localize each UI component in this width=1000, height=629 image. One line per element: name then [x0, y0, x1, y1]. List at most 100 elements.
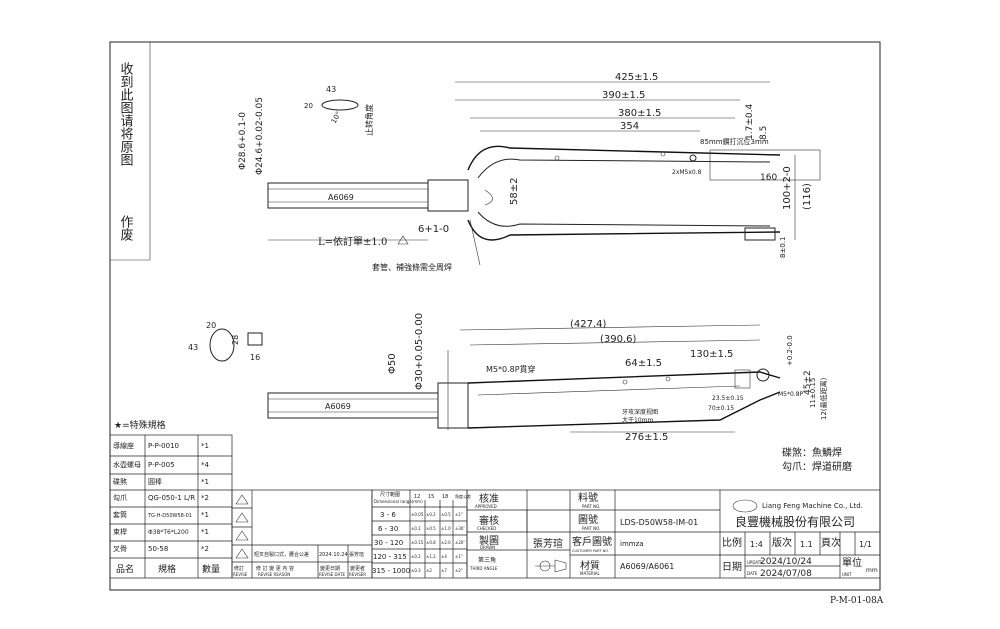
- void-note: 作废: [118, 215, 134, 242]
- tol-val: ±0.2: [411, 554, 421, 559]
- detail-43-side: 43: [188, 343, 198, 352]
- dim-8: 8±0.1: [779, 237, 787, 258]
- detail-10: 10°: [330, 110, 343, 125]
- detail-43: 43: [326, 85, 336, 94]
- side-blade-bottom: [467, 391, 781, 429]
- tol-grade-1: 15: [428, 494, 434, 500]
- tol-val: ±0.05: [411, 512, 424, 517]
- tol-val: ±0.5: [426, 526, 436, 531]
- dim-354: 354: [620, 121, 639, 132]
- dim-8-5: 8.5: [759, 126, 769, 140]
- update-label: UPDATE: [747, 560, 763, 565]
- dim-0-2: +0.2-0.0: [786, 335, 794, 366]
- tol-val: ±0.15: [411, 540, 424, 545]
- tol-header: 尺寸範圍: [380, 491, 400, 498]
- tol-range-0: 3 - 6: [380, 511, 396, 519]
- projection-label: 第三角: [478, 556, 496, 564]
- side-material-label: A6069: [325, 402, 351, 411]
- tolerance-table: 尺寸範圍 Dimensional range(mm) 12 15 18 角度公差…: [371, 489, 471, 579]
- bom-spec-3: QG-050-1 L/R: [148, 494, 195, 502]
- bom-qty-0: *1: [201, 442, 209, 450]
- bom-header-spec: 規格: [158, 563, 176, 575]
- dim-160: 160: [760, 173, 777, 183]
- tol-val: ±2: [426, 568, 432, 573]
- axle-box: [709, 149, 821, 181]
- bom-name-3: 勾爪: [113, 493, 127, 502]
- version-value: 1.1: [800, 540, 813, 549]
- drawn-en: DRAWN: [480, 545, 495, 550]
- dim-116: (116): [802, 183, 813, 210]
- rev-col-date: 變更日期: [320, 565, 340, 572]
- side-dropout-hole: [756, 368, 770, 382]
- part-name-label: 料號: [578, 491, 598, 504]
- dim-23-5: 23.5±0.15: [712, 395, 744, 402]
- company-name: 良豐機械股份有限公司: [735, 514, 855, 529]
- bom-qty-6: *2: [201, 545, 209, 553]
- detail-top-shape: [321, 99, 359, 111]
- bom-table: ★=特殊規格 導線座 P-P-0010 *1 水壺螺母 P-P-005 *4 碟…: [109, 419, 233, 579]
- approved-label: 核准: [479, 492, 499, 505]
- lower-dropout: [744, 227, 776, 241]
- tol-range-3: 120 - 315: [373, 553, 407, 561]
- tol-val: ±0.5: [441, 512, 451, 517]
- rev-triangle-2-icon: [235, 512, 249, 523]
- side-crown: [437, 382, 469, 429]
- dim-390-side: (390.6): [600, 334, 637, 345]
- tol-val: ±0.2: [426, 512, 436, 517]
- upper-blade: [467, 145, 781, 171]
- tol-val: ±0.3: [411, 568, 421, 573]
- title-block: 核准 APPROVED 審核 CHECKED 製圖 DRAWN 張芳瑄 第三角 …: [466, 489, 881, 579]
- material-value: A6069/A6061: [620, 562, 674, 571]
- material-label: 材質: [580, 559, 600, 572]
- page-value: 1/1: [859, 540, 872, 549]
- drawing-no-label: 圖號: [578, 513, 598, 526]
- rev-triangle-4-icon: [235, 548, 249, 559]
- dim-276: 276±1.5: [625, 432, 668, 443]
- rev-col-desc: 修 訂 變 更 內 容: [256, 565, 294, 572]
- rev-date: 2024.10.24: [319, 552, 348, 558]
- tol-range-1: 6 - 30: [378, 525, 398, 533]
- material-label-en: MATERIAL: [580, 571, 601, 576]
- bom-name-4: 套筒: [113, 510, 127, 519]
- date-en: DATE: [747, 571, 758, 576]
- dim-390: 390±1.5: [602, 90, 645, 101]
- detail-28: 28: [231, 335, 240, 345]
- dim-12: 12(最低距离): [819, 377, 828, 420]
- note-m5-thru: M5*0.8P貫穿: [486, 364, 536, 374]
- bom-spec-2: 圓棒: [148, 477, 162, 486]
- projection-en: THIRD ANGLE: [469, 566, 498, 571]
- rev-col-rdate: REVISE DATE: [319, 572, 345, 577]
- tol-val: ±1.0: [441, 526, 451, 531]
- tol-grade-0: 12: [414, 494, 420, 500]
- upper-dropout-hole: [689, 154, 697, 162]
- part-name-en: PART NO.: [582, 504, 600, 509]
- rev-col-mark: REVISE: [233, 572, 248, 577]
- bom-header-qty: 數量: [202, 563, 220, 575]
- receipt-note: 收到此图请将原图: [118, 62, 134, 166]
- top-material-label: A6069: [328, 193, 354, 202]
- bom-name-0: 導線座: [113, 441, 134, 450]
- update-value: 2024/10/24: [760, 557, 812, 567]
- dim-6: 6+1-0: [418, 224, 449, 235]
- company-logo-icon: [732, 499, 758, 513]
- weld-note-1: 碟煞：魚鱗焊: [782, 446, 842, 459]
- dim-phi50: Φ50: [387, 353, 398, 374]
- bom-name-6: 叉骨: [113, 545, 127, 553]
- note-85mm: 85mm鑽打沉位3mm: [700, 137, 769, 146]
- unit-label: 單位: [842, 556, 862, 569]
- top-view: A6069 425±1.5 390±1.5 380±1.5 354 1.7±0.…: [238, 72, 821, 272]
- tol-header-en: Dimensional range(mm): [374, 499, 423, 504]
- tol-val: ±4: [441, 554, 447, 559]
- tol-angle-header: 角度公差: [455, 493, 471, 499]
- rev-triangle-3-icon: [235, 530, 249, 541]
- tol-val: ±30': [455, 526, 465, 531]
- company-name-en: Liang Feng Machine Co., Ltd.: [762, 502, 863, 510]
- dim-45: 45±2: [803, 370, 813, 395]
- bom-header-name: 品名: [116, 563, 134, 575]
- dim-70: 70±0.15: [708, 405, 734, 412]
- weld-note-2: 勾爪：焊道研磨: [782, 460, 852, 473]
- tol-val: ±1.2: [426, 554, 436, 559]
- note-thread-depth: 牙攻深度视图: [622, 408, 658, 416]
- length-note: L=依訂單±1.0: [318, 235, 387, 248]
